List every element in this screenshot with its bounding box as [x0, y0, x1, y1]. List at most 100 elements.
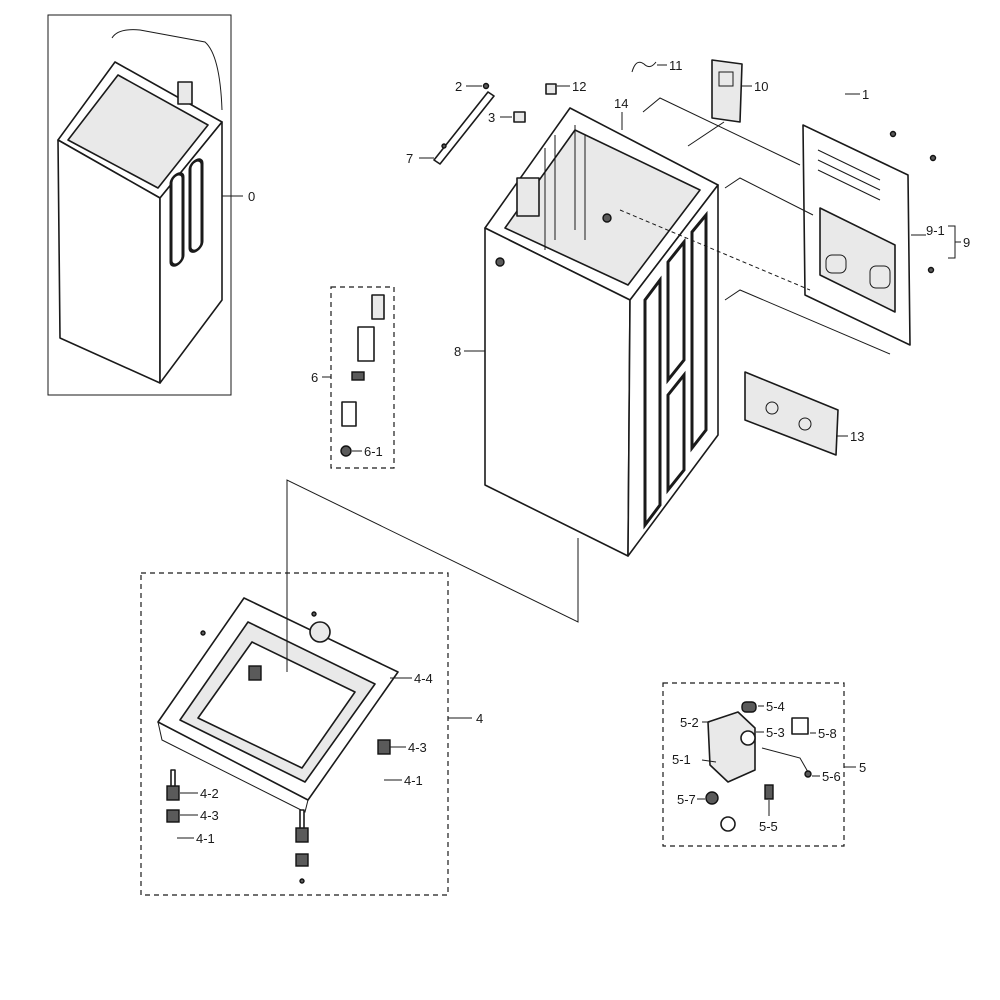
base-pump-mount: [309, 621, 331, 643]
side-rib-mini-1: [169, 172, 185, 267]
leg-bolt-left: [170, 769, 176, 787]
guide-rear-3: [724, 289, 891, 355]
hose-cap: [340, 445, 352, 457]
valve-fitting: [720, 816, 736, 832]
base-screw-a: [200, 630, 206, 636]
guide-rear-2: [724, 177, 814, 216]
callout-4-3a: 4-3: [408, 740, 427, 755]
valve-wire-end: [804, 770, 812, 778]
clip-12: [545, 83, 557, 95]
screw-2: [482, 82, 490, 90]
rear-panel-cutout-1: [825, 254, 847, 274]
valve-wire-5-6: [761, 747, 809, 773]
rear-screw-3: [927, 266, 935, 274]
callout-9-1: 9-1: [926, 223, 945, 238]
rear-brace-lines: [544, 125, 586, 250]
hose-body: [357, 326, 375, 362]
rear-panel-assembly: 1 9-1 9: [619, 87, 970, 355]
leg-foot-front: [295, 827, 309, 843]
side-rib-mini-2: [188, 158, 204, 253]
cabinet-side-rib-1: [643, 275, 662, 530]
callout-4-3b: 4-3: [200, 808, 219, 823]
hook-11: [631, 61, 657, 73]
rear-panel-cutout-2: [869, 265, 891, 289]
cabinet-side-rib-4: [690, 210, 708, 453]
callout-5: 5: [859, 760, 866, 775]
callout-5-3: 5-3: [766, 725, 785, 740]
bracket-9: [948, 225, 961, 259]
callout-10: 10: [754, 79, 768, 94]
callout-5-2: 5-2: [680, 715, 699, 730]
bracket-10-window: [718, 71, 734, 87]
bracket-hole-7: [441, 143, 447, 149]
valve-port-5-3: [740, 730, 756, 746]
leg-nut-right: [377, 739, 391, 755]
main-cabinet: 8: [454, 107, 719, 557]
rear-panel-vents: [817, 149, 881, 201]
callout-13: 13: [850, 429, 864, 444]
leg-bolt-front: [299, 809, 305, 829]
leg-nut-front: [295, 853, 309, 867]
bracket-10: [711, 59, 743, 123]
callout-6: 6: [311, 370, 318, 385]
callout-11: 11: [669, 58, 683, 73]
callout-1: 1: [862, 87, 869, 102]
cover-outline: [111, 29, 223, 111]
callout-4-4: 4-4: [414, 671, 433, 686]
bracket-13-body: [744, 371, 839, 456]
group-5-valve-parts: 5-4 5-2 5-3 5-1 5-8 5-6 5-7 5-5 5: [662, 682, 866, 847]
hose-elbow: [341, 401, 357, 427]
callout-0: 0: [248, 189, 255, 204]
callout-7: 7: [406, 151, 413, 166]
assembled-view-frame: [47, 14, 232, 396]
bracket-13-hole-1: [765, 401, 779, 415]
control-bracket-mini: [177, 81, 193, 105]
base-screw-b: [311, 611, 317, 617]
cabinet-top-opening: [504, 129, 701, 286]
callout-5-4: 5-4: [766, 699, 785, 714]
top-small-parts: 2 7 3 12 14 11 10: [406, 58, 768, 166]
base-frame-opening: [197, 641, 356, 769]
valve-nut-5-7: [705, 791, 719, 805]
callout-14: 14: [614, 96, 628, 111]
base-frame-edge: [157, 721, 309, 813]
valve-bracket-5-8: [791, 717, 809, 735]
rear-panel-recess: [819, 207, 896, 313]
rear-screw-1: [889, 130, 897, 138]
callout-5-7: 5-7: [677, 792, 696, 807]
callout-5-6: 5-6: [822, 769, 841, 784]
callout-6-1: 6-1: [364, 444, 383, 459]
callout-3: 3: [488, 110, 495, 125]
callout-5-8: 5-8: [818, 726, 837, 741]
callout-4-2: 4-2: [200, 786, 219, 801]
leg-screw-front: [299, 878, 305, 884]
leg-foot-left: [166, 785, 180, 801]
callout-4: 4: [476, 711, 483, 726]
hose-connector: [371, 294, 385, 320]
corner-bracket: [516, 177, 540, 217]
bracket-13: 13: [744, 371, 864, 456]
assembled-cabinet-view: 0: [47, 14, 255, 396]
group-4-frame: [140, 572, 449, 896]
callout-12: 12: [572, 79, 586, 94]
clip-3: [513, 111, 526, 123]
cabinet-opening-mini: [67, 74, 209, 189]
callout-8: 8: [454, 344, 461, 359]
guide-rear-1: [642, 97, 801, 166]
valve-cap-5-4: [741, 701, 757, 713]
guide-rear-4: [619, 209, 811, 291]
cabinet-side-rib-3: [666, 370, 686, 495]
bracket-strip-7: [433, 91, 495, 165]
callout-9: 9: [963, 235, 970, 250]
water-valve-body: [707, 711, 756, 783]
bracket-13-hole-2: [798, 417, 812, 431]
callout-2: 2: [455, 79, 462, 94]
leg-nut-rear: [248, 665, 262, 681]
leg-nut-left: [166, 809, 180, 823]
fastener-front: [495, 257, 505, 267]
callout-5-5: 5-5: [759, 819, 778, 834]
callout-5-1: 5-1: [672, 752, 691, 767]
callout-4-1a: 4-1: [404, 773, 423, 788]
hose-clamp: [351, 371, 365, 381]
